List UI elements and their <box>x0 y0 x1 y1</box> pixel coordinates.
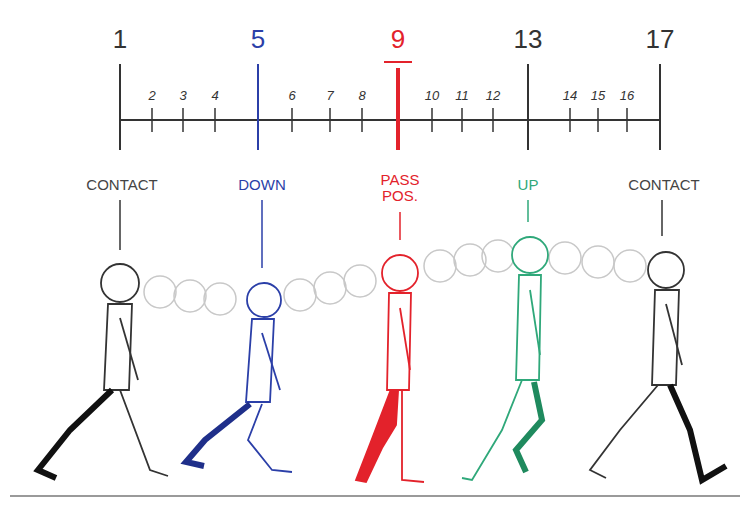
frame-number: 13 <box>514 26 543 53</box>
frame-number: 14 <box>563 89 577 103</box>
frame-number: 6 <box>288 89 295 103</box>
frame-number: 7 <box>326 89 333 103</box>
key-pose-label: PASS POS. <box>376 172 424 204</box>
frame-number: 17 <box>646 26 675 53</box>
frame-number: 1 <box>113 26 127 53</box>
frame-number: 11 <box>455 89 469 103</box>
key-pose-label: UP <box>518 177 539 193</box>
frame-number: 3 <box>179 89 186 103</box>
frame-number: 10 <box>425 89 439 103</box>
frame-number: 2 <box>148 89 155 103</box>
key-pose-label: CONTACT <box>628 177 699 193</box>
frame-number: 5 <box>251 26 265 53</box>
frame-number: 12 <box>486 89 500 103</box>
frame-number: 16 <box>620 89 634 103</box>
frame-number: 9 <box>391 26 405 53</box>
key-pose-label: CONTACT <box>86 177 157 193</box>
frame-number: 15 <box>591 89 605 103</box>
frame-number: 8 <box>358 89 365 103</box>
key-pose-label: DOWN <box>238 177 286 193</box>
frame-number: 4 <box>211 89 218 103</box>
